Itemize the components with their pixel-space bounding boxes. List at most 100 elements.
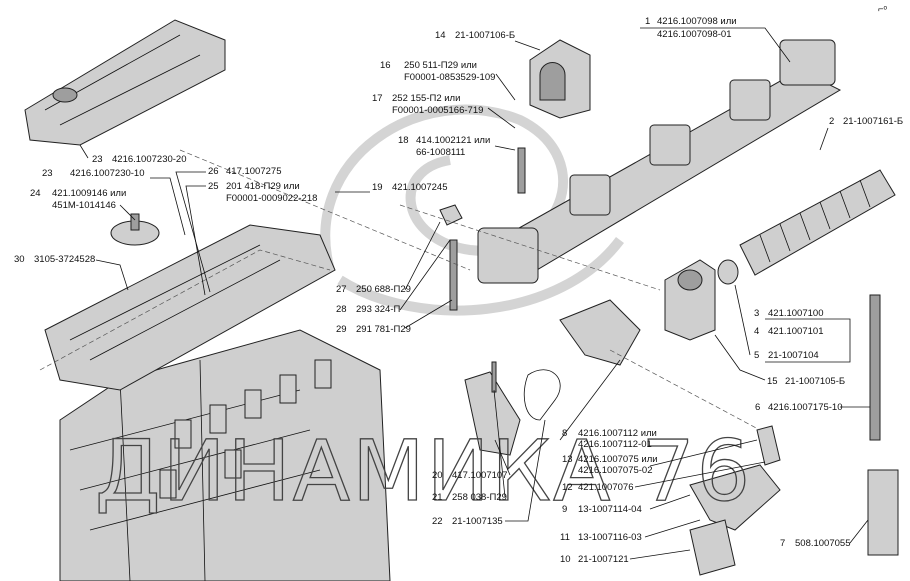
- svg-text:29: 29: [336, 324, 347, 335]
- svg-text:421.1007245: 421.1007245: [392, 182, 447, 193]
- svg-text:2: 2: [829, 116, 834, 127]
- callout-number: 1: [645, 16, 650, 27]
- svg-text:7: 7: [780, 538, 785, 549]
- valve-cover-main: [39, 224, 336, 391]
- svg-text:9: 9: [562, 504, 567, 515]
- callout-19: 19 421.1007245: [335, 182, 447, 193]
- callout-23-top: 23 4216.1007230-20: [79, 144, 187, 165]
- callout-6: 6 4216.1007175-10: [755, 402, 870, 413]
- svg-text:21-1007121: 21-1007121: [578, 554, 629, 565]
- bushing-10: [689, 519, 736, 576]
- gasket-22: [523, 369, 561, 421]
- callout-25: 25 201 418-П29 или F00001-0009022-218: [185, 181, 317, 296]
- callout-27: 27 250 688-П29: [336, 221, 441, 295]
- svg-text:421.1007076: 421.1007076: [578, 482, 633, 493]
- bracket-15: [664, 259, 716, 341]
- svg-text:250 688-П29: 250 688-П29: [356, 284, 411, 295]
- callout-22: 22 21-1007135: [432, 419, 546, 527]
- svg-text:293 324-П: 293 324-П: [356, 304, 401, 315]
- pin-21: [491, 361, 497, 393]
- svg-text:417.1007107: 417.1007107: [452, 470, 507, 481]
- washer-5: [717, 259, 739, 285]
- stud-18: [517, 147, 526, 194]
- callout-24: 24 421.1009146 или 451М-1014146: [30, 188, 136, 221]
- callout-8: 8 4216.1007112 или 4216.1007112-01: [559, 359, 657, 450]
- callout-1: 1 4216.1007098 или 4216.1007098-01: [640, 16, 791, 63]
- svg-text:19: 19: [372, 182, 383, 193]
- svg-text:27: 27: [336, 284, 347, 295]
- corner-mark: ⌐ᵒ: [878, 4, 888, 15]
- callout-5: 5 21-1007104: [734, 284, 819, 361]
- svg-text:4216.1007075-02: 4216.1007075-02: [578, 465, 653, 476]
- rod-6: [869, 294, 881, 441]
- callout-21: 21 258 038-П29: [432, 389, 507, 503]
- callout-15: 15 21-1007105-Б: [714, 334, 845, 387]
- bracket-20: [464, 371, 521, 456]
- tool-7: [867, 469, 899, 556]
- svg-text:414.1002121 или: 414.1002121 или: [416, 135, 490, 146]
- rocker-arm-8: [559, 299, 641, 366]
- svg-text:4216.1007112-01: 4216.1007112-01: [578, 439, 652, 450]
- svg-text:F00001-0853529-109: F00001-0853529-109: [404, 72, 495, 83]
- callout-code-alt: 4216.1007098-01: [657, 29, 732, 40]
- svg-text:4216.1007230-20: 4216.1007230-20: [112, 154, 187, 165]
- svg-text:250 511-П29 или: 250 511-П29 или: [404, 60, 477, 71]
- callout-18: 18 414.1002121 или 66-1008111: [398, 135, 516, 158]
- svg-text:4216.1007112 или: 4216.1007112 или: [578, 428, 657, 439]
- svg-text:421.1007100: 421.1007100: [768, 308, 823, 319]
- svg-text:417.1007275: 417.1007275: [226, 166, 281, 177]
- svg-text:14: 14: [435, 30, 446, 41]
- svg-text:4216.1007230-10: 4216.1007230-10: [70, 168, 145, 179]
- svg-text:21-1007161-Б: 21-1007161-Б: [843, 116, 903, 127]
- callout-9: 9 13-1007114-04: [562, 494, 691, 515]
- svg-text:F00001-0005166-719: F00001-0005166-719: [392, 105, 483, 116]
- callout-2: 2 21-1007161-Б: [819, 116, 903, 151]
- callout-29: 29 291 781-П29: [336, 299, 453, 335]
- svg-text:252 155-П2 или: 252 155-П2 или: [392, 93, 460, 104]
- callout-11: 11 13-1007116-03: [560, 519, 701, 543]
- svg-text:3105-3724528: 3105-3724528: [34, 254, 95, 265]
- callout-14: 14 21-1007106-Б: [435, 30, 541, 51]
- stud-28: [449, 239, 458, 311]
- valve-cover-top: [24, 19, 226, 146]
- engine-block: [59, 329, 391, 581]
- callout-4: 4 421.1007101: [754, 326, 851, 363]
- callout-17: 17 252 155-П2 или F00001-0005166-719: [372, 93, 516, 129]
- svg-text:4216.1007175-10: 4216.1007175-10: [768, 402, 843, 413]
- svg-text:23: 23: [42, 168, 53, 179]
- svg-text:508.1007055: 508.1007055: [795, 538, 850, 549]
- svg-text:25: 25: [208, 181, 219, 192]
- screw-13: [756, 425, 781, 466]
- svg-text:5: 5: [754, 350, 759, 361]
- svg-text:15: 15: [767, 376, 778, 387]
- valve-springs: [159, 359, 332, 499]
- svg-text:13-1007114-04: 13-1007114-04: [578, 504, 642, 515]
- svg-text:28: 28: [336, 304, 347, 315]
- svg-text:22: 22: [432, 516, 443, 527]
- svg-text:21-1007104: 21-1007104: [768, 350, 819, 361]
- callout-30: 30 3105-3724528: [14, 254, 129, 291]
- svg-text:17: 17: [372, 93, 383, 104]
- svg-text:3: 3: [754, 308, 759, 319]
- callout-7: 7 508.1007055: [780, 519, 869, 549]
- svg-text:21-1007135: 21-1007135: [452, 516, 503, 527]
- svg-text:21-1007105-Б: 21-1007105-Б: [785, 376, 845, 387]
- svg-text:30: 30: [14, 254, 25, 265]
- shaft-spring: [739, 169, 896, 276]
- svg-text:20: 20: [432, 470, 443, 481]
- svg-text:13: 13: [562, 454, 573, 465]
- svg-text:421.1007101: 421.1007101: [768, 326, 823, 337]
- callout-20: 20 417.1007107: [432, 439, 511, 481]
- callout-13: 13 4216.1007075 или 4216.1007075-02: [562, 439, 758, 476]
- svg-text:26: 26: [208, 166, 219, 177]
- rocker-arm-9: [689, 464, 781, 531]
- svg-text:23: 23: [92, 154, 103, 165]
- callout-3: 3 421.1007100: [754, 308, 851, 330]
- svg-text:18: 18: [398, 135, 409, 146]
- svg-text:291 781-П29: 291 781-П29: [356, 324, 411, 335]
- oil-filler-cap: [110, 213, 160, 246]
- svg-text:10: 10: [560, 554, 571, 565]
- svg-text:21: 21: [432, 492, 443, 503]
